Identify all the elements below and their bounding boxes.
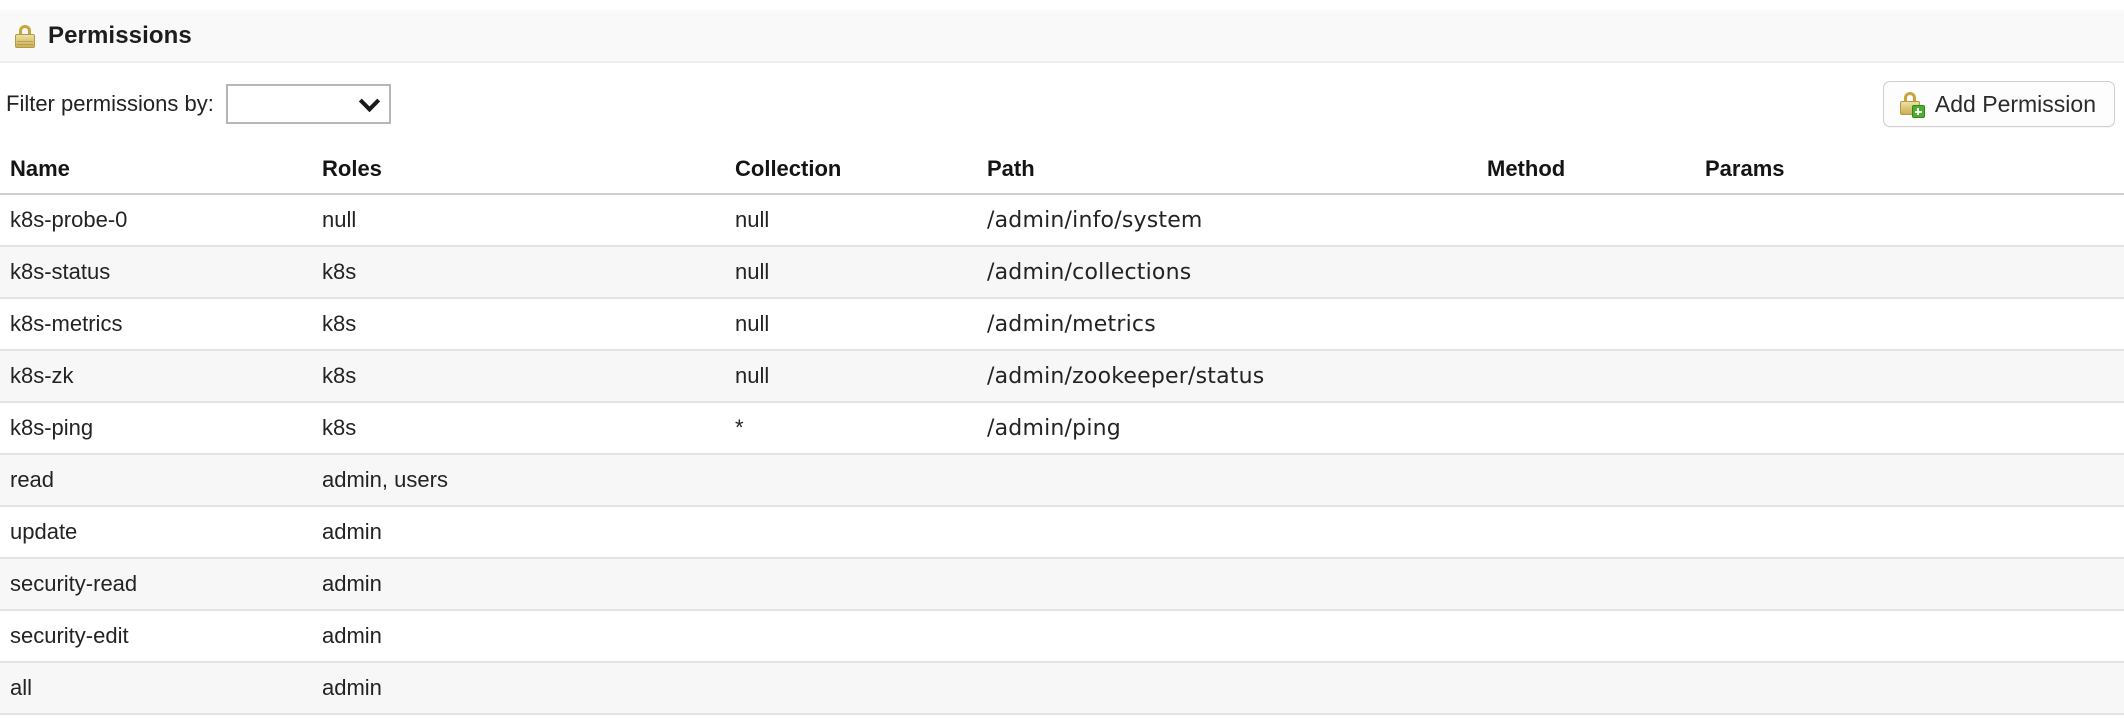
cell-path: /admin/metrics: [987, 311, 1156, 337]
page-title: Permissions: [48, 21, 192, 49]
lock-plus-icon: [1899, 91, 1925, 118]
column-header-method: Method: [1487, 156, 1566, 181]
table-row[interactable]: update admin: [0, 507, 2124, 559]
column-header-collection: Collection: [735, 156, 842, 181]
cell-roles: k8s: [322, 311, 357, 336]
table-row[interactable]: security-read admin: [0, 559, 2124, 611]
cell-roles: admin: [322, 623, 382, 648]
cell-name: all: [10, 675, 33, 700]
cell-name: k8s-metrics: [10, 311, 123, 336]
cell-name: security-edit: [10, 623, 129, 648]
lock-icon: [14, 24, 36, 48]
table-row[interactable]: k8s-metrics k8s null /admin/metrics: [0, 299, 2124, 351]
column-header-roles: Roles: [322, 156, 382, 181]
cell-path: /admin/ping: [987, 415, 1121, 441]
cell-roles: admin: [322, 571, 382, 596]
cell-name: k8s-status: [10, 259, 111, 284]
table-header-row: Name Roles Collection Path Method Params: [0, 145, 2124, 195]
cell-collection: null: [735, 259, 770, 284]
table-row[interactable]: k8s-zk k8s null /admin/zookeeper/status: [0, 351, 2124, 403]
cell-roles: k8s: [322, 259, 357, 284]
cell-path: /admin/info/system: [987, 207, 1203, 233]
column-header-params: Params: [1705, 156, 1785, 181]
add-permission-button[interactable]: Add Permission: [1882, 81, 2115, 127]
cell-roles: admin: [322, 675, 382, 700]
cell-name: security-read: [10, 571, 138, 596]
filter-toolbar: Filter permissions by: Add Permission: [0, 63, 2124, 145]
cell-path: /admin/collections: [987, 259, 1192, 285]
table-row[interactable]: k8s-probe-0 null null /admin/info/system: [0, 195, 2124, 247]
cell-roles: k8s: [322, 415, 357, 440]
cell-roles: admin, users: [322, 467, 448, 492]
chevron-down-icon: [358, 90, 380, 113]
section-header: Permissions: [0, 10, 2124, 63]
cell-collection: null: [735, 311, 770, 336]
cell-name: k8s-ping: [10, 415, 94, 440]
cell-collection: null: [735, 363, 770, 388]
cell-path: /admin/zookeeper/status: [987, 363, 1265, 389]
cell-name: update: [10, 519, 78, 544]
table-row[interactable]: security-edit admin: [0, 611, 2124, 663]
cell-roles: null: [322, 207, 357, 232]
column-header-name: Name: [10, 156, 70, 181]
cell-name: read: [10, 467, 55, 492]
cell-name: k8s-zk: [10, 363, 74, 388]
add-permission-label: Add Permission: [1934, 90, 2096, 117]
cell-name: k8s-probe-0: [10, 207, 128, 232]
table-row[interactable]: k8s-ping k8s * /admin/ping: [0, 403, 2124, 455]
table-row[interactable]: all admin: [0, 663, 2124, 715]
cell-roles: k8s: [322, 363, 357, 388]
permissions-table: Name Roles Collection Path Method Params…: [0, 145, 2124, 715]
filter-label: Filter permissions by:: [6, 91, 214, 116]
cell-collection: *: [735, 415, 744, 440]
column-header-path: Path: [987, 156, 1035, 181]
cell-roles: admin: [322, 519, 382, 544]
cell-collection: null: [735, 207, 770, 232]
filter-permissions-select[interactable]: [225, 84, 391, 124]
table-row[interactable]: read admin, users: [0, 455, 2124, 507]
table-row[interactable]: k8s-status k8s null /admin/collections: [0, 247, 2124, 299]
